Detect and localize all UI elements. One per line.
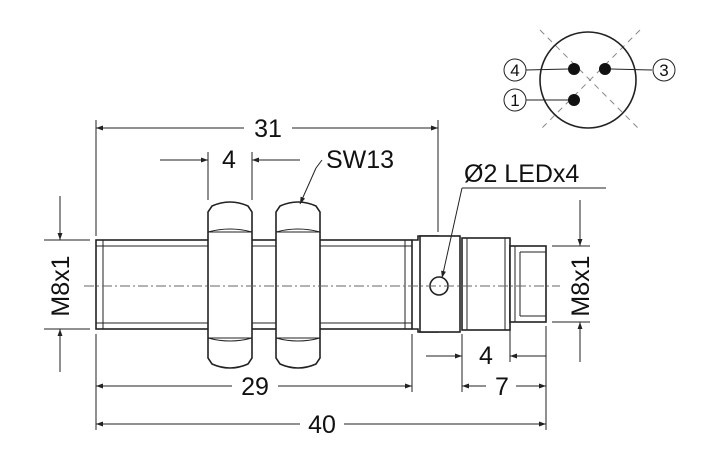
dimension-connector-length: 7 [462, 373, 546, 401]
body-length-label: 29 [241, 373, 269, 401]
dimension-thread-length: 31 [96, 115, 438, 143]
led-callout: Ø2 LEDx4 [441, 160, 606, 279]
led-label: Ø2 LEDx4 [464, 160, 579, 188]
dimension-body-length: 29 [96, 373, 412, 401]
wrench-size-label: SW13 [326, 146, 394, 174]
connector-pin-view: 4 3 1 [503, 29, 676, 131]
dimension-thread-right: M8x1 [567, 200, 595, 362]
nut-width-label: 4 [222, 146, 236, 174]
pin-3-marker [652, 58, 676, 82]
dimension-nut-width: 4 [160, 146, 300, 174]
dimension-connector-width: 4 [426, 342, 546, 370]
pin-1-marker [503, 88, 527, 112]
pin-label-3: 3 [659, 61, 668, 80]
connector-length-label: 7 [495, 373, 509, 401]
connector-width-label: 4 [479, 342, 493, 370]
thread-length-label: 31 [254, 115, 282, 143]
dimension-thread-left: M8x1 [47, 196, 75, 372]
thread-right-label: M8x1 [567, 255, 595, 316]
sensor-body [84, 201, 560, 369]
pin-4-marker [503, 58, 527, 82]
thread-left-label: M8x1 [47, 255, 75, 316]
dimension-overall-length: 40 [96, 411, 546, 439]
pin-label-1: 1 [510, 91, 519, 110]
wrench-size-callout: SW13 [299, 146, 394, 205]
overall-length-label: 40 [308, 411, 336, 439]
pin-label-4: 4 [510, 61, 519, 80]
